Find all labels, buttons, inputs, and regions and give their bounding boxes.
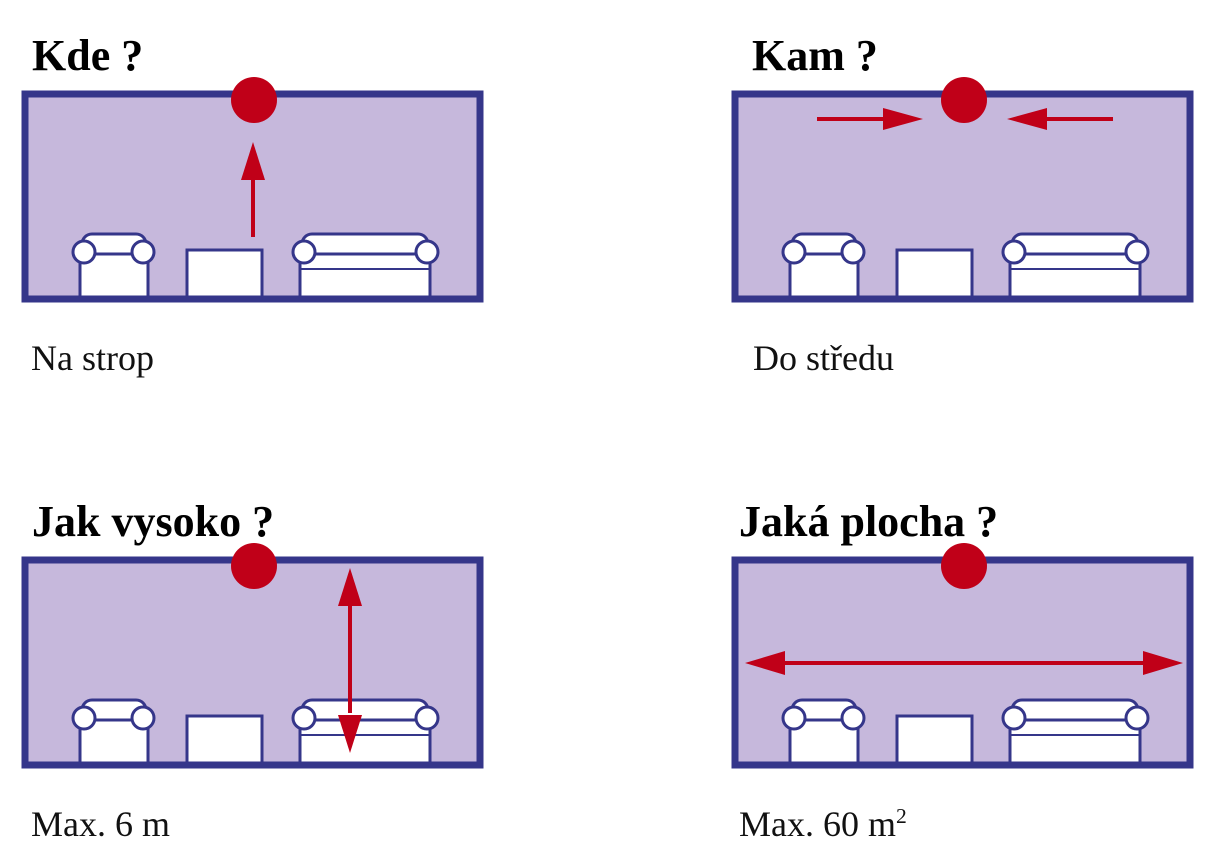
panel-title: Jak vysoko ? bbox=[32, 497, 275, 546]
panel-caption: Max. 60 m2 bbox=[739, 803, 907, 845]
panel-title: Jaká plocha ? bbox=[739, 497, 999, 546]
room-diagram bbox=[21, 543, 484, 769]
table-icon bbox=[185, 714, 264, 765]
arrow-up-icon bbox=[241, 142, 265, 237]
panel-kam: Kam ? Do středu bbox=[731, 12, 1209, 378]
sofa-icon bbox=[291, 232, 440, 299]
lamp-icon bbox=[231, 77, 277, 123]
panel-caption: Max. 6 m bbox=[31, 804, 170, 844]
panel-jak-vysoko: Jak vysoko ? Max. 6 m bbox=[21, 478, 505, 844]
lamp-icon bbox=[231, 543, 277, 589]
armchair-icon bbox=[781, 698, 866, 765]
sofa-icon bbox=[291, 698, 440, 765]
arrow-left-right-icon bbox=[745, 651, 1183, 675]
panel-title: Kde ? bbox=[32, 31, 144, 80]
panel-caption: Na strop bbox=[31, 338, 154, 378]
panel-caption: Do středu bbox=[753, 338, 894, 378]
table-icon bbox=[895, 714, 974, 765]
caption-superscript: 2 bbox=[896, 804, 907, 828]
arrow-right-icon bbox=[817, 108, 923, 130]
panel-jaka-plocha: Jaká plocha ? Max. 60 m2 bbox=[731, 478, 1209, 844]
room-diagram bbox=[731, 543, 1194, 769]
panel-kde: Kde ? Na strop bbox=[21, 12, 505, 378]
room-diagram bbox=[731, 77, 1194, 303]
armchair-icon bbox=[781, 232, 866, 299]
room-diagram bbox=[21, 77, 484, 303]
table-icon bbox=[895, 248, 974, 299]
table-icon bbox=[185, 248, 264, 299]
lamp-icon bbox=[941, 543, 987, 589]
sofa-icon bbox=[1001, 232, 1150, 299]
sofa-icon bbox=[1001, 698, 1150, 765]
caption-text: Max. 60 m bbox=[739, 804, 896, 844]
armchair-icon bbox=[71, 232, 156, 299]
armchair-icon bbox=[71, 698, 156, 765]
arrow-left-icon bbox=[1007, 108, 1113, 130]
panel-title: Kam ? bbox=[752, 31, 878, 80]
arrow-up-down-icon bbox=[338, 568, 362, 753]
lamp-icon bbox=[941, 77, 987, 123]
